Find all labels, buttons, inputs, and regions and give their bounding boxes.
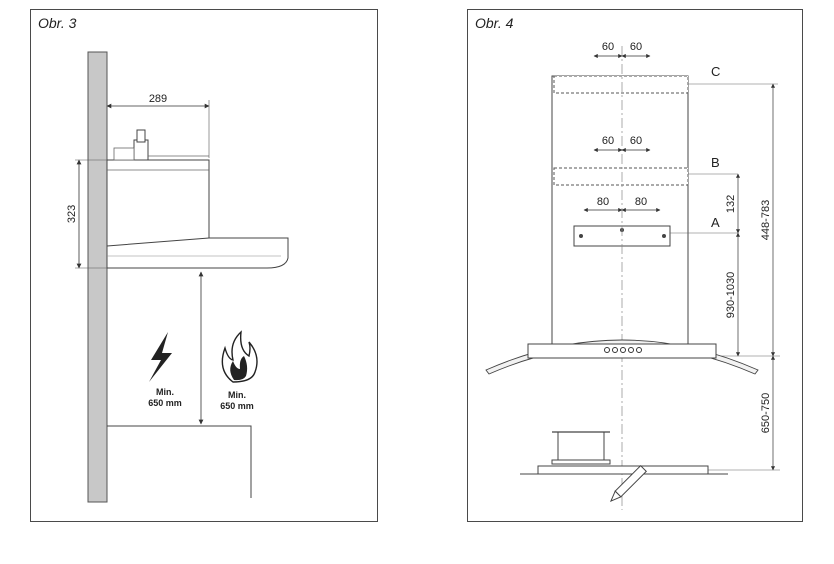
wall (87, 51, 108, 503)
flame-icon (221, 330, 258, 383)
cooking-pot (551, 431, 611, 465)
pencil-icon (609, 465, 647, 503)
dimension-c-left: 60 (602, 41, 614, 53)
point-b: B (711, 155, 720, 170)
dimension-132: 132 (725, 195, 737, 213)
dimension-323: 323 (66, 205, 78, 223)
bracket-c (553, 75, 689, 94)
dimension-650-750: 650-750 (760, 393, 772, 433)
dimension-930-1030: 930-1030 (725, 272, 737, 319)
cooktop (537, 465, 709, 475)
electric-distance-label: 650 mm (148, 398, 182, 408)
dimension-a-right: 80 (635, 196, 647, 208)
electric-min-label: Min. (156, 387, 174, 397)
lightning-icon (149, 332, 172, 382)
dimension-a-left: 80 (597, 196, 609, 208)
motor-connector (113, 129, 209, 161)
dimension-b-right: 60 (630, 135, 642, 147)
figure-obr-3: Obr. 3 289 323 (30, 9, 378, 522)
chimney (551, 75, 689, 353)
control-buttons (604, 347, 642, 353)
figure-title: Obr. 3 (38, 15, 77, 31)
gas-min-label: Min. (228, 390, 246, 400)
side-view-diagram: 289 323 Min. 650 mm Min. 650 mm (66, 51, 289, 503)
dimension-289: 289 (149, 93, 167, 105)
figure-title: Obr. 4 (475, 15, 514, 31)
gas-distance-label: 650 mm (220, 401, 254, 411)
hood-body (106, 159, 210, 247)
hood-canopy (106, 237, 289, 269)
dimension-448-783: 448-783 (760, 200, 772, 240)
point-c: C (711, 64, 720, 79)
front-view-diagram: 60 60 60 60 80 80 C B A 132 930-1030 448… (485, 41, 780, 510)
bracket-b (553, 167, 689, 186)
dimension-b-left: 60 (602, 135, 614, 147)
figure-obr-4: Obr. 4 60 60 60 60 80 80 (467, 9, 803, 522)
point-a: A (711, 215, 720, 230)
counter (107, 425, 252, 498)
dimension-c-right: 60 (630, 41, 642, 53)
